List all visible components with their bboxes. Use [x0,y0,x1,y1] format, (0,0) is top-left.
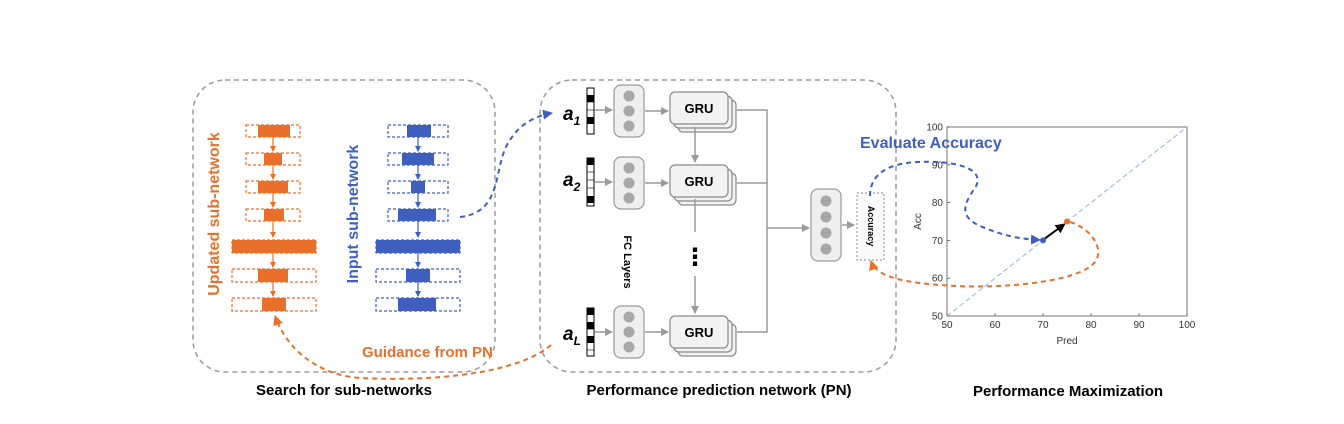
y-tick-label: 50 [932,312,944,323]
x-tick-label: 100 [1179,320,1196,331]
guidance-label: Guidance from PN [362,344,493,361]
y-axis-label: Acc [913,213,924,230]
fc-block-L [613,305,645,359]
improvement-arrow [1044,223,1066,240]
y-tick-label: 90 [932,160,944,171]
data-point-2 [1064,218,1070,225]
gru-block-2: GRU [669,164,737,206]
output-fc-block [810,188,842,262]
x-tick-label: 50 [941,320,953,331]
x-tick-label: 70 [1037,320,1049,331]
gru-label-L: GRU [685,325,714,340]
fc-layers-label: FC Layers [621,235,633,288]
input-subnetwork-label: Input sub-network [345,145,362,284]
pn-caption: Performance prediction network (PN) [586,382,851,399]
gru1-to-output-line [737,109,768,228]
input-vector-L [586,307,595,357]
x-tick-label: 80 [1085,320,1097,331]
y-tick-label: 100 [926,123,943,134]
y-tick-label: 60 [932,274,944,285]
evaluate-accuracy-label: Evaluate Accuracy [860,135,1002,152]
gru-block-1: GRU [669,91,737,133]
input-vector-1 [586,87,595,135]
pn-panel-box [539,79,897,373]
data-point-1 [1040,237,1046,244]
updated-subnetwork-stack [231,124,317,312]
input-vector-2 [586,157,595,207]
ellipsis-dots: ⋮ [683,244,707,271]
updated-subnetwork-label: Updated sub-network [206,132,223,296]
gru-label-2: GRU [685,174,714,189]
accuracy-label: Accuracy [866,206,876,247]
gru-block-L: GRU [669,315,737,357]
y-tick-label: 70 [932,236,944,247]
y-tick-label: 80 [932,198,944,209]
fc-block-2 [613,156,645,210]
gru-label-1: GRU [685,101,714,116]
x-axis-label: Pred [1056,336,1077,347]
maximize-feedback-arrow [869,221,1100,288]
guidance-arrow [273,315,552,380]
input-label-a1: a1 [563,104,581,128]
gruL-to-output-line [737,228,768,333]
x-tick-label: 60 [989,320,1001,331]
search-panel-box [192,79,496,373]
performance-max-caption: Performance Maximization [973,383,1163,400]
search-caption: Search for sub-networks [256,382,432,399]
x-tick-label: 90 [1133,320,1145,331]
fc-block-1 [613,84,645,138]
evaluate-accuracy-arrow [869,160,1041,245]
accuracy-box [856,192,885,261]
input-to-pn-arrow [459,109,553,218]
input-label-aL: aL [563,324,581,348]
input-subnetwork-stack [375,124,461,312]
input-label-a2: a2 [563,170,581,194]
